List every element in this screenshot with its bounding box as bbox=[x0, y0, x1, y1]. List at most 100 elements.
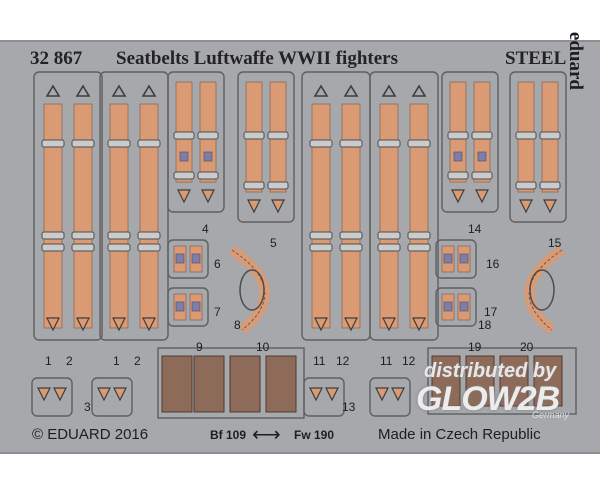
part-number-label: 17 bbox=[484, 305, 498, 319]
buckle bbox=[407, 139, 431, 148]
part-number-label: 6 bbox=[214, 257, 221, 271]
buckle bbox=[173, 131, 195, 140]
strap-tip bbox=[142, 317, 156, 332]
part-number-label: 8 bbox=[234, 318, 241, 332]
strap-tip bbox=[201, 189, 215, 204]
buckle bbox=[173, 171, 195, 180]
strap-tip bbox=[391, 387, 405, 402]
small-part-frame bbox=[31, 377, 73, 417]
part-number-label: 11 bbox=[380, 354, 393, 368]
strap-tip bbox=[46, 317, 60, 332]
harness-frame bbox=[369, 71, 439, 341]
buckle bbox=[539, 131, 561, 140]
buckle bbox=[137, 231, 161, 240]
harness-frame bbox=[167, 71, 225, 213]
part-number-label: 2 bbox=[66, 354, 73, 368]
small-part-frame bbox=[167, 239, 209, 279]
seat-pad bbox=[499, 355, 529, 407]
fw190-label: Fw 190 bbox=[294, 428, 335, 442]
blue-tab bbox=[459, 253, 469, 264]
distributor-watermark: distributed by GLOW2B Germany bbox=[414, 360, 590, 422]
buckle bbox=[41, 243, 65, 252]
blue-tab bbox=[459, 301, 469, 312]
buckle bbox=[309, 139, 333, 148]
buckle bbox=[339, 139, 363, 148]
small-part-frame bbox=[435, 287, 477, 327]
part-number-label: 20 bbox=[520, 340, 534, 354]
buckle bbox=[515, 131, 537, 140]
strap-hook bbox=[313, 84, 329, 97]
bf109-label: Bf 109 bbox=[210, 428, 247, 442]
harness-frame bbox=[237, 71, 295, 223]
buckle bbox=[197, 131, 219, 140]
part-number-label: 7 bbox=[214, 305, 221, 319]
seat-pad bbox=[533, 355, 563, 407]
strap-hook bbox=[411, 84, 427, 97]
part-number-label: 9 bbox=[196, 340, 203, 354]
blue-tab bbox=[179, 151, 189, 162]
part-number-label: 12 bbox=[336, 354, 350, 368]
origin-label: Made in Czech Republic bbox=[378, 426, 541, 443]
buckle bbox=[243, 131, 265, 140]
strap-tip bbox=[37, 387, 51, 402]
buckle bbox=[377, 231, 401, 240]
seat-pad bbox=[193, 355, 225, 413]
buckle bbox=[447, 171, 469, 180]
buckle bbox=[339, 231, 363, 240]
small-part-frame bbox=[435, 239, 477, 279]
part-number-label: 12 bbox=[402, 354, 416, 368]
strap-tip bbox=[271, 199, 285, 214]
buckle bbox=[71, 243, 95, 252]
strap-tip bbox=[113, 387, 127, 402]
part-number-label: 15 bbox=[548, 236, 562, 250]
blue-tab bbox=[453, 151, 463, 162]
seat-pad bbox=[229, 355, 261, 413]
buckle bbox=[407, 231, 431, 240]
part-number-label: 3 bbox=[84, 400, 91, 414]
belt-strap bbox=[379, 103, 399, 329]
buckle bbox=[267, 131, 289, 140]
small-part-frame bbox=[369, 377, 411, 417]
copyright: © EDUARD 2016 bbox=[32, 426, 149, 443]
buckle bbox=[539, 181, 561, 190]
buckle bbox=[71, 139, 95, 148]
strap-tip bbox=[375, 387, 389, 402]
part-number-label: 18 bbox=[478, 318, 492, 332]
belt-strap bbox=[109, 103, 129, 329]
strap-tip bbox=[97, 387, 111, 402]
watermark-logo: GLOW2B bbox=[416, 380, 560, 418]
strap-tip bbox=[412, 317, 426, 332]
part-number-label: 16 bbox=[486, 257, 500, 271]
curved-belt bbox=[524, 245, 565, 334]
buckle bbox=[377, 243, 401, 252]
strap-hook bbox=[111, 84, 127, 97]
buckle bbox=[309, 231, 333, 240]
seat-pad bbox=[465, 355, 495, 407]
seat-pad bbox=[265, 355, 297, 413]
part-number-label: 1 bbox=[113, 354, 120, 368]
blue-tab bbox=[175, 253, 185, 264]
buckle bbox=[471, 131, 493, 140]
buckle bbox=[41, 139, 65, 148]
strap-tip bbox=[382, 317, 396, 332]
buckle bbox=[243, 181, 265, 190]
buckle bbox=[267, 181, 289, 190]
belt-strap bbox=[73, 103, 93, 329]
buckle-ring bbox=[529, 269, 555, 311]
harness-frame bbox=[441, 71, 499, 213]
belt-strap bbox=[311, 103, 331, 329]
buckle bbox=[137, 139, 161, 148]
strap-tip bbox=[451, 189, 465, 204]
small-part-frame bbox=[91, 377, 133, 417]
pad-frame bbox=[427, 347, 577, 415]
belt-strap bbox=[139, 103, 159, 329]
part-number-label: 2 bbox=[134, 354, 141, 368]
part-number-label: 4 bbox=[202, 222, 209, 236]
buckle-ring bbox=[239, 269, 265, 311]
buckle bbox=[197, 171, 219, 180]
material-label: STEEL bbox=[505, 48, 567, 69]
blue-tab bbox=[203, 151, 213, 162]
set-number: 32 867 bbox=[30, 48, 83, 69]
strap-tip bbox=[344, 317, 358, 332]
strap-tip bbox=[177, 189, 191, 204]
